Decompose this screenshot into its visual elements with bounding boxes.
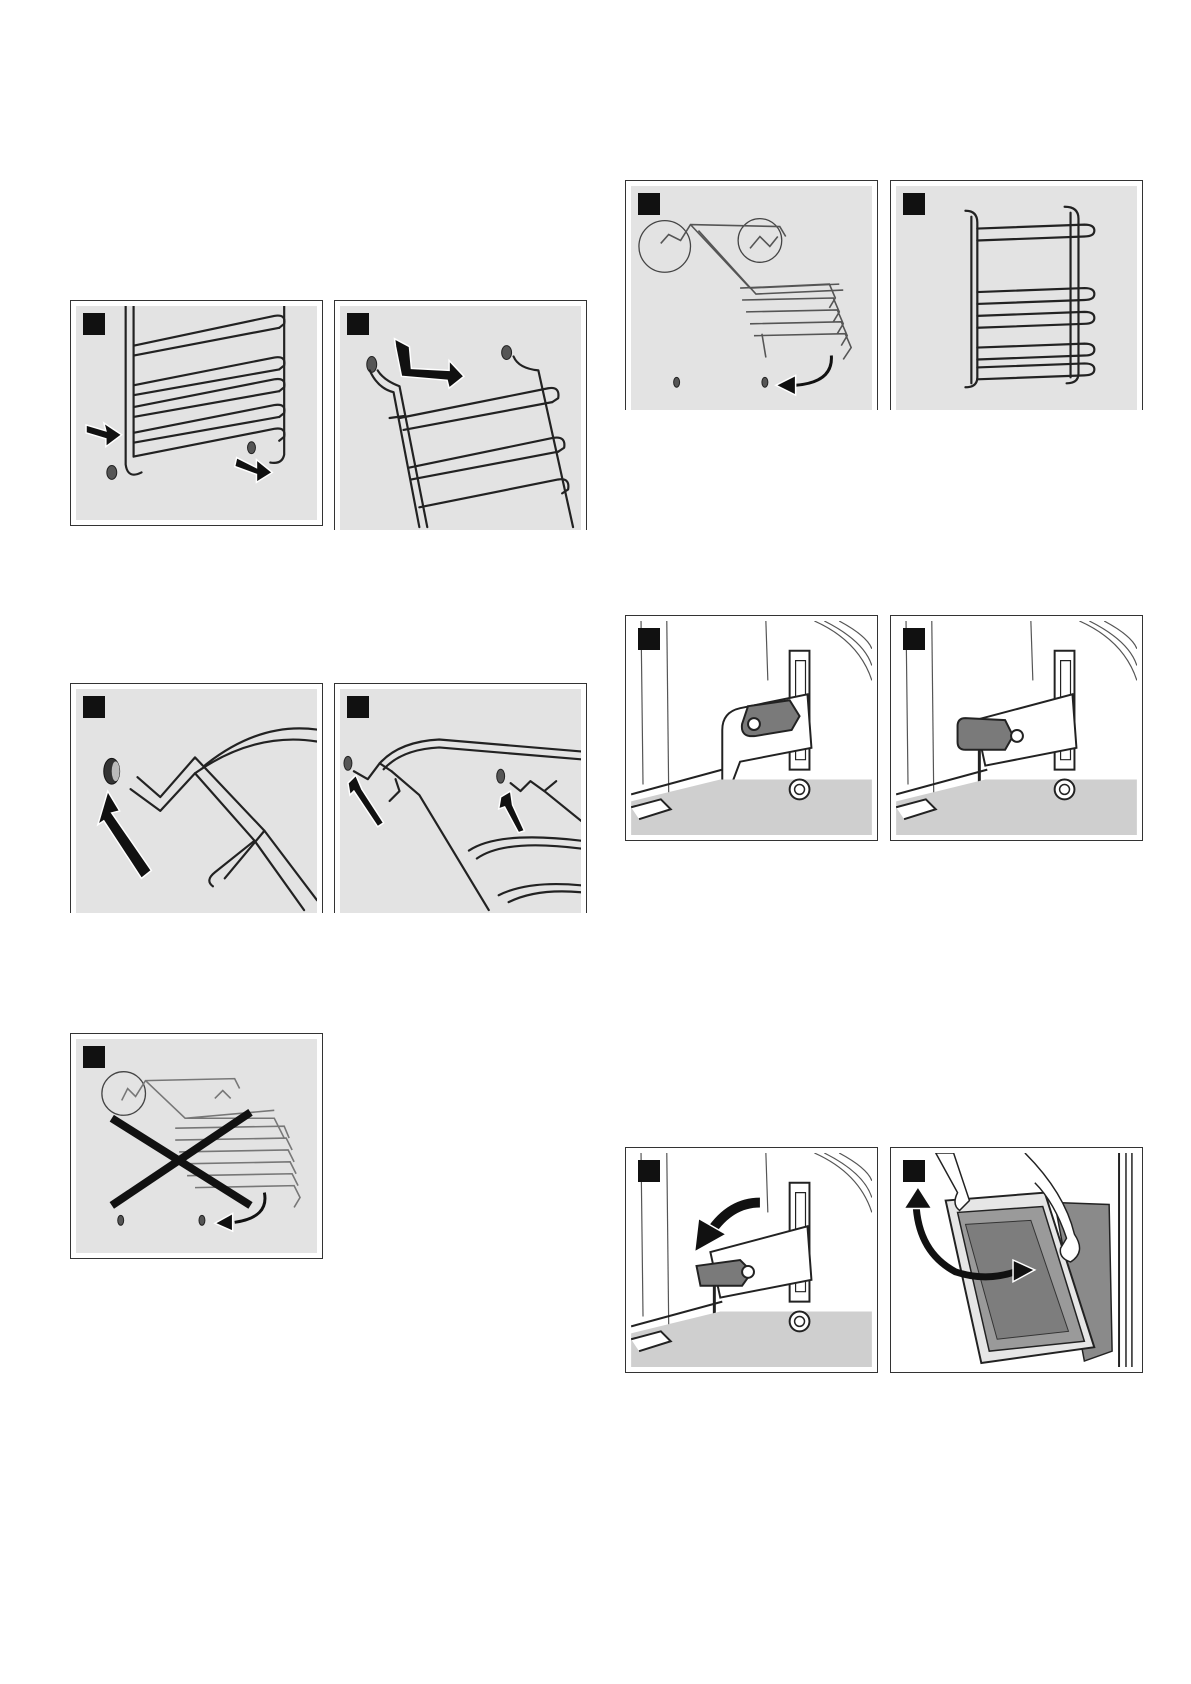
figure-rack-lift-out	[334, 300, 587, 530]
step-badge	[347, 313, 369, 335]
step-badge	[347, 696, 369, 718]
hinge-lever-fold-icon	[631, 1153, 872, 1367]
rack-hook-detail-icon	[76, 689, 317, 913]
figure-hinge-lever-fold	[625, 1147, 878, 1373]
figure-rack-hook-detail	[70, 683, 323, 913]
hinge-lever-closed-icon	[631, 621, 872, 835]
step-badge	[83, 313, 105, 335]
figure-rack-insert	[334, 683, 587, 913]
figure-rack-hinge-in	[625, 180, 878, 410]
step-badge	[638, 628, 660, 650]
step-badge	[903, 193, 925, 215]
figure-rack-wrong-insert	[70, 1033, 323, 1259]
figure-hinge-lever-open	[890, 615, 1143, 841]
rack-hinge-in-icon	[631, 186, 872, 410]
step-badge	[903, 628, 925, 650]
step-badge	[638, 193, 660, 215]
figure-hinge-lever-closed	[625, 615, 878, 841]
step-badge	[83, 1046, 105, 1068]
figure-rack-remove	[70, 300, 323, 526]
door-remove-icon	[896, 1153, 1137, 1367]
step-badge	[83, 696, 105, 718]
rack-remove-hooks-icon	[76, 306, 317, 520]
step-badge	[638, 1160, 660, 1182]
figure-door-remove	[890, 1147, 1143, 1373]
rack-insert-icon	[340, 689, 581, 913]
hinge-lever-open-icon	[896, 621, 1137, 835]
figure-rack-front-view	[890, 180, 1143, 410]
step-badge	[903, 1160, 925, 1182]
rack-lift-out-icon	[340, 306, 581, 530]
rack-wrong-insert-icon	[76, 1039, 317, 1253]
rack-front-view-icon	[896, 186, 1137, 410]
